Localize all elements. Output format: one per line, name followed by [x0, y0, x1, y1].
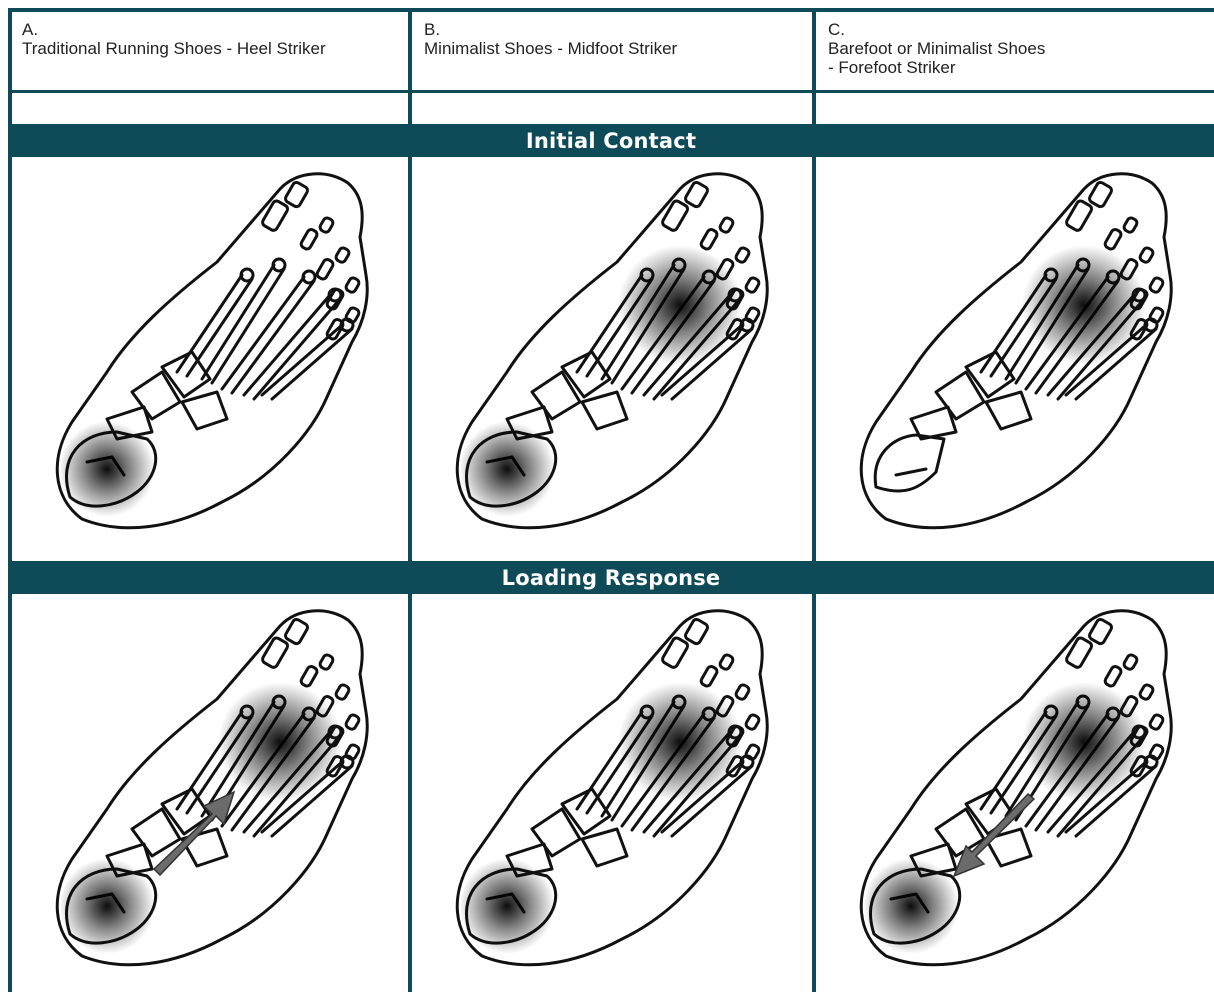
column-header-a: A. Traditional Running Shoes - Heel Stri…	[14, 12, 408, 90]
pressure-zone-heel	[459, 421, 555, 517]
tarsal-bones	[911, 352, 1031, 439]
foot-illustration	[12, 594, 408, 992]
column-header-c: C. Barefoot or Minimalist Shoes - Forefo…	[820, 12, 1210, 90]
foot-illustration	[12, 157, 408, 561]
foot-panel-a-loading-response	[12, 594, 408, 992]
toe-2	[700, 654, 735, 688]
foot-illustration	[816, 157, 1214, 561]
toe-2	[300, 217, 335, 251]
pressure-zone-forefoot	[618, 682, 742, 802]
foot-panel-b-initial-contact	[412, 157, 812, 561]
phase-band-initial-contact: Initial Contact	[8, 124, 1214, 157]
phase-band-loading-response: Loading Response	[8, 561, 1214, 594]
foot-illustration	[412, 594, 812, 992]
column-header-b: B. Minimalist Shoes - Midfoot Striker	[416, 12, 812, 90]
phase-label: Initial Contact	[526, 129, 696, 153]
heel-bone	[875, 435, 944, 491]
pressure-zone-heel	[459, 858, 555, 954]
toe-1	[661, 618, 709, 669]
foot-panel-b-loading-response	[412, 594, 812, 992]
column-letter: C.	[828, 20, 1210, 39]
toe-1	[261, 181, 309, 232]
pressure-zone-heel	[59, 421, 155, 517]
phase-label: Loading Response	[502, 566, 721, 590]
toe-3	[316, 247, 351, 281]
foot-panel-c-initial-contact	[816, 157, 1214, 561]
foot-panel-a-initial-contact	[12, 157, 408, 561]
toe-4	[326, 277, 361, 311]
foot-skeleton	[861, 174, 1171, 528]
column-title: Minimalist Shoes - Midfoot Striker	[424, 39, 812, 58]
pressure-zone-heel	[59, 858, 155, 954]
toe-1	[1065, 618, 1113, 669]
column-letter: B.	[424, 20, 812, 39]
toe-1	[1065, 181, 1113, 232]
column-letter: A.	[22, 20, 408, 39]
toe-2	[1104, 654, 1139, 688]
toe-2	[300, 654, 335, 688]
pressure-zone-forefoot	[618, 245, 742, 365]
toe-2	[700, 217, 735, 251]
pressure-zone-forefoot	[1022, 682, 1146, 802]
foot-illustration	[412, 157, 812, 561]
metatarsals	[177, 259, 353, 399]
pressure-zone-forefoot	[1022, 245, 1146, 365]
column-title: Traditional Running Shoes - Heel Striker	[22, 39, 408, 58]
toe-1	[261, 618, 309, 669]
foot-illustration	[816, 594, 1214, 992]
column-title: Barefoot or Minimalist Shoes - Forefoot …	[828, 39, 1210, 77]
header-divider	[8, 90, 1214, 93]
toe-1	[661, 181, 709, 232]
toe-2	[1104, 217, 1139, 251]
pressure-zone-heel	[863, 858, 959, 954]
pressure-zone-forefoot	[218, 682, 342, 802]
foot-panel-c-loading-response	[816, 594, 1214, 992]
